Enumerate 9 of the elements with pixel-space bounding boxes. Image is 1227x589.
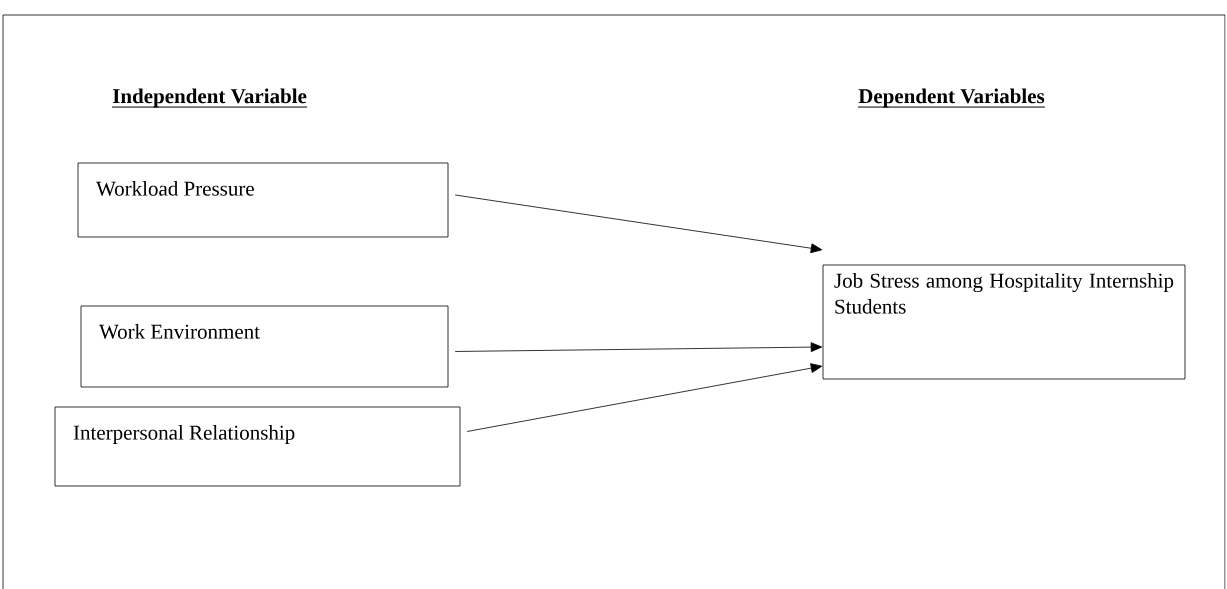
arrow [454, 194, 823, 254]
variable-box: Interpersonal Relationship [54, 406, 461, 487]
variable-box: Workload Pressure [77, 162, 449, 238]
heading: Dependent Variables [857, 88, 1046, 108]
variable-box: Job Stress among Hospitality Internship Students [822, 264, 1186, 380]
heading: Independent Variable [111, 88, 308, 108]
arrow [454, 342, 823, 353]
arrow [466, 363, 823, 432]
variable-box: Work Environment [80, 305, 449, 388]
